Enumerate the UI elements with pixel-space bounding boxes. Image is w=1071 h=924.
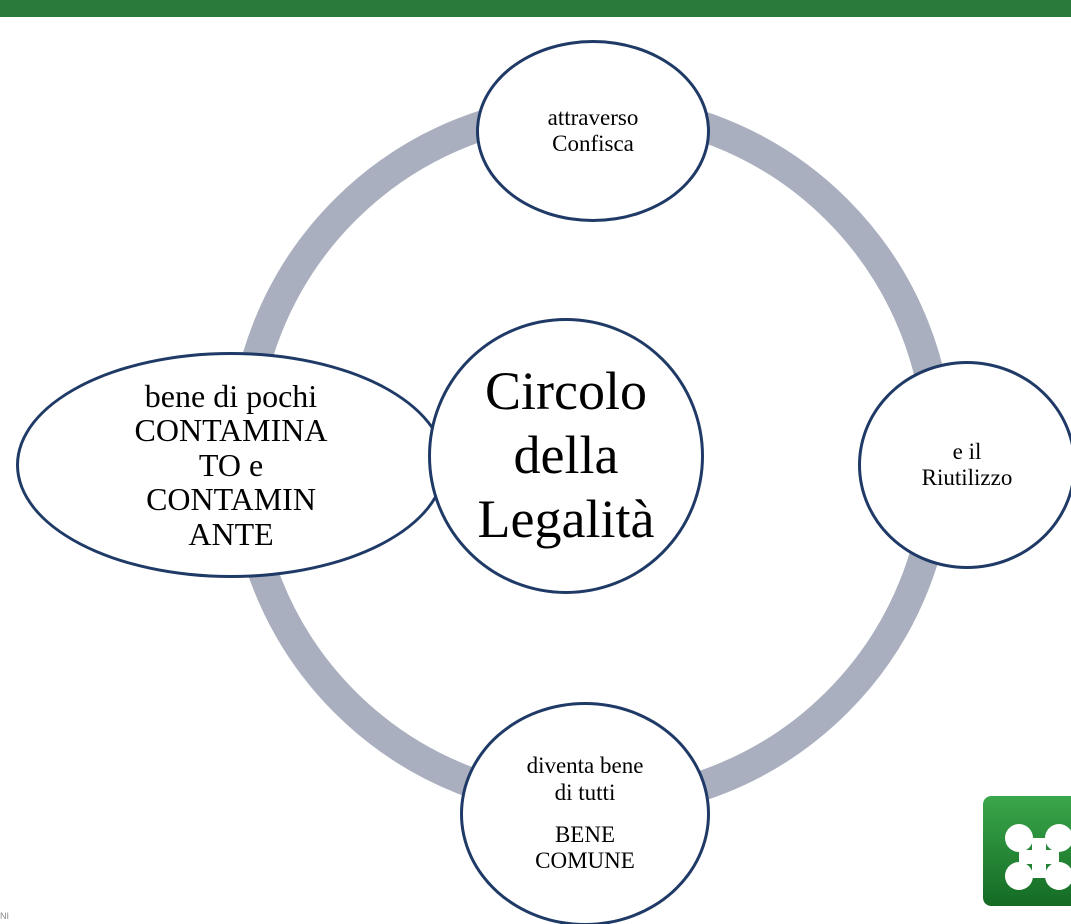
node-bene-di-pochi-line-1: bene di pochi bbox=[144, 377, 318, 414]
node-bene-comune: diventa bene di tutti BENE COMUNE bbox=[460, 702, 710, 924]
node-riutilizzo-line-2: Riutilizzo bbox=[921, 465, 1013, 490]
node-bene-comune-line-2: di tutti bbox=[554, 779, 616, 805]
node-riutilizzo-line-1: e il bbox=[952, 438, 982, 464]
center-line-3: Legalità bbox=[477, 488, 655, 549]
node-bene-comune-line-1: diventa bene bbox=[526, 753, 644, 779]
node-bene-di-pochi-line-5: ANTE bbox=[188, 515, 274, 552]
node-bene-di-pochi-line-3: TO e bbox=[198, 446, 264, 483]
node-confisca-line-2: Confisca bbox=[552, 131, 634, 156]
corner-footer-text: NI bbox=[0, 911, 9, 921]
regione-lombardia-logo-icon bbox=[983, 796, 1071, 906]
node-bene-di-pochi-line-4: CONTAMIN bbox=[146, 481, 316, 518]
header-bar bbox=[0, 0, 1071, 17]
node-riutilizzo: e il Riutilizzo bbox=[858, 361, 1071, 569]
node-confisca: attraverso Confisca bbox=[476, 40, 710, 222]
node-bene-comune-line-3: BENE bbox=[554, 822, 616, 847]
node-bene-di-pochi: bene di pochi CONTAMINA TO e CONTAMIN AN… bbox=[16, 352, 446, 578]
node-bene-comune-line-4: COMUNE bbox=[535, 848, 635, 874]
center-line-1: Circolo bbox=[485, 361, 647, 422]
node-bene-di-pochi-line-2: CONTAMINA bbox=[134, 412, 328, 449]
center-node-circolo-legalita: Circolo della Legalità bbox=[428, 318, 704, 594]
center-line-2: della bbox=[513, 425, 619, 486]
node-confisca-line-1: attraverso bbox=[547, 104, 639, 130]
